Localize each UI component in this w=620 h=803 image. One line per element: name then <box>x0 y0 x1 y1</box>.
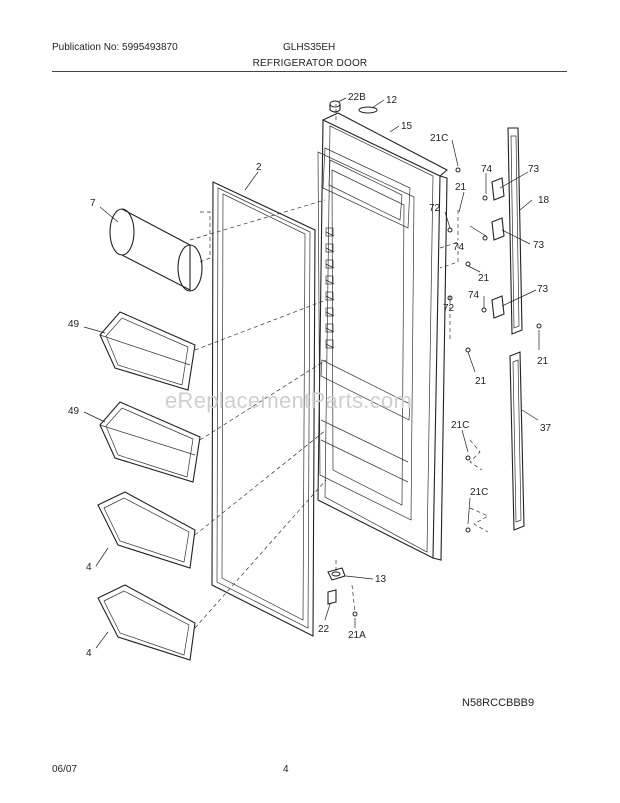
door-assembly <box>317 100 448 617</box>
callout-18: 18 <box>538 195 550 206</box>
watermark: eReplacementParts.com <box>165 388 413 413</box>
door-bin-middle <box>99 401 201 483</box>
door-gasket <box>211 181 316 637</box>
page-number: 4 <box>283 764 289 775</box>
callout-49-a: 49 <box>68 319 80 330</box>
callout-21-a: 21 <box>455 182 467 193</box>
callout-21C-low: 21C <box>470 487 488 498</box>
callout-4-a: 4 <box>86 562 92 573</box>
callout-21-b: 21 <box>478 273 490 284</box>
door-shelf-lower <box>97 491 196 569</box>
callout-73-a: 73 <box>528 164 540 175</box>
callout-37: 37 <box>540 423 552 434</box>
assembly-lines <box>189 199 327 629</box>
door-bin-upper <box>99 311 196 391</box>
callout-21C-mid: 21C <box>451 420 469 431</box>
callout-22: 22 <box>318 624 330 635</box>
callout-labels: 22B 12 15 21C 2 7 74 73 21 18 72 74 73 2… <box>68 92 552 659</box>
callout-2: 2 <box>256 162 262 173</box>
callout-22B: 22B <box>348 92 366 103</box>
callout-49-b: 49 <box>68 406 80 417</box>
model-number: GLHS35EH <box>283 42 336 53</box>
callout-21A: 21A <box>348 630 366 641</box>
diagram-code: N58RCCBBB9 <box>462 697 535 709</box>
callout-74-b: 74 <box>453 242 465 253</box>
callout-15: 15 <box>401 121 413 132</box>
callout-21-c: 21 <box>537 356 549 367</box>
callout-21-d: 21 <box>475 376 487 387</box>
callout-4-b: 4 <box>86 648 92 659</box>
callout-leaders <box>83 97 540 649</box>
callout-74-c: 74 <box>468 290 480 301</box>
callout-72-a: 72 <box>429 203 441 214</box>
callout-73-c: 73 <box>537 284 549 295</box>
section-title: REFRIGERATOR DOOR <box>252 58 368 69</box>
butter-compartment <box>109 208 211 292</box>
callout-7: 7 <box>90 198 96 209</box>
handle-trim <box>439 127 542 533</box>
callout-13: 13 <box>375 574 387 585</box>
publication-number: Publication No: 5995493870 <box>52 42 178 53</box>
callout-74-a: 74 <box>481 164 493 175</box>
door-shelf-bottom <box>97 584 196 661</box>
callout-12: 12 <box>386 95 398 106</box>
footer-date: 06/07 <box>52 764 78 775</box>
callout-72-b: 72 <box>443 303 455 314</box>
header-rule <box>52 71 567 72</box>
callout-73-b: 73 <box>533 240 545 251</box>
callout-21C-top: 21C <box>430 133 448 144</box>
